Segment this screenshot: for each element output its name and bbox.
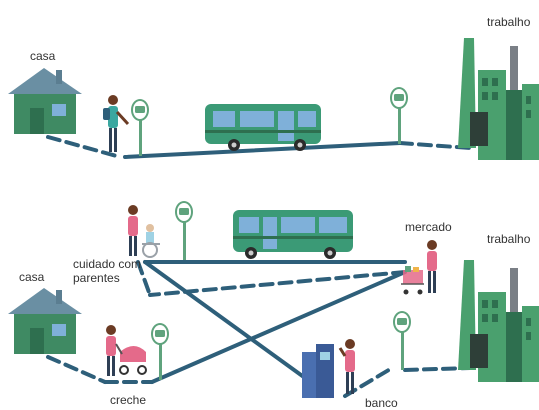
bus-icon (205, 104, 321, 151)
bottom-route (46, 260, 472, 398)
atm-icon (302, 344, 334, 398)
person-with-cart-icon (401, 240, 437, 295)
top-scenario (8, 38, 539, 160)
walk-path-to-work-bottom (403, 366, 472, 372)
bus-route-cuidado-to-banco (143, 260, 332, 398)
label-mercado: mercado (405, 220, 452, 234)
bus-stop-sign-icon (390, 87, 408, 144)
label-bottom-casa: casa (19, 270, 45, 284)
label-top-trabalho: trabalho (487, 15, 531, 29)
person-walking-icon (103, 95, 130, 152)
walk-path-cuidado-to-cuidado (136, 260, 152, 297)
bus-icon (233, 210, 353, 259)
bus-route-creche-to-mercado (150, 270, 407, 384)
bottom-scenario (8, 201, 539, 398)
bus-stop-sign-icon (393, 311, 411, 370)
label-top-casa: casa (30, 49, 56, 63)
person-with-wheelchair-icon (128, 205, 160, 258)
wheelchair-icon (142, 224, 160, 258)
factory-icon (458, 38, 539, 160)
house-icon (8, 68, 82, 134)
stroller-icon (115, 343, 147, 375)
label-creche: creche (110, 393, 147, 407)
label-banco: banco (365, 396, 398, 410)
label-bottom-trabalho: trabalho (487, 232, 531, 246)
factory-icon (458, 260, 539, 382)
bus-stop-sign-icon (151, 323, 169, 380)
bus-route-top (123, 141, 402, 159)
house-icon (8, 288, 82, 354)
shopping-cart-icon (401, 266, 424, 295)
label-cuidado: cuidado com parentes (73, 257, 142, 285)
walk-path-mercado-to-cuidado (148, 270, 407, 297)
bus-stop-sign-icon (175, 201, 193, 260)
person-at-bank-icon (338, 339, 355, 394)
walk-path-home-to-creche (46, 355, 107, 384)
bus-stop-sign-icon (131, 99, 149, 156)
walk-path-home-to-stop (46, 135, 122, 159)
person-with-stroller-icon (106, 325, 147, 376)
